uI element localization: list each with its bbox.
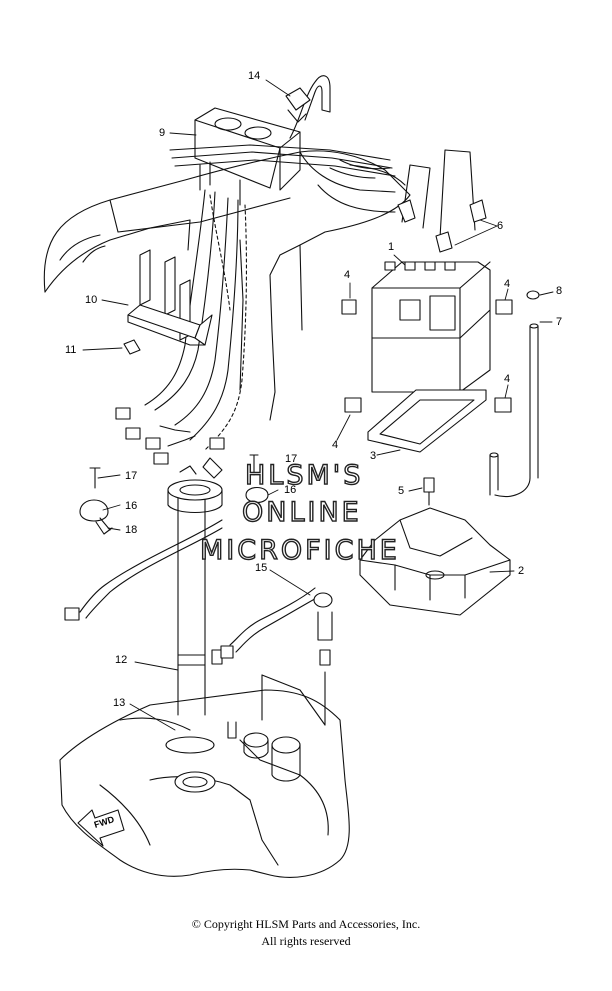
part-label-10: 10 [85,294,98,306]
part-label-4-bottom-right: 4 [504,373,511,385]
thermo-switch [220,587,333,726]
part-label-16-right: 16 [284,484,297,496]
fuel-tank [59,689,350,878]
part-label-9: 9 [159,127,166,139]
meter-assembly [194,75,331,206]
leader-lines [82,79,554,731]
part-label-2: 2 [518,565,525,577]
part-label-18: 18 [125,524,138,536]
watermark-line-2: ONLINE [241,497,362,528]
part-label-4-top-right: 4 [504,278,511,290]
part-label-5: 5 [398,485,405,497]
part-label-17-left: 17 [125,470,138,482]
vent-hose [489,290,540,497]
harness-connectors [115,407,225,465]
sender-wire [64,519,223,621]
part-label-6: 6 [497,220,504,232]
part-label-14: 14 [248,70,261,82]
part-label-15: 15 [255,562,268,574]
part-label-12: 12 [115,654,128,666]
part-label-1: 1 [388,241,395,253]
rear-fender-outline [43,150,411,421]
part-label-8: 8 [556,285,563,297]
fuel-sender [167,457,223,716]
fwd-arrow [77,809,125,847]
part-label-13: 13 [113,697,126,709]
part-label-16-left: 16 [125,500,138,512]
part-label-4-top-left: 4 [344,269,351,281]
guide-lines [261,674,326,726]
bracket-assembly [123,249,213,355]
part-label-3: 3 [370,450,377,462]
watermark-line-3: MICROFICHE [199,535,400,566]
battery-assembly [341,261,513,616]
watermark-line-1: HLSM'S [244,460,364,491]
part-label-17-right: 17 [285,453,298,465]
part-label-11: 11 [65,344,77,356]
part-label-4-bottom-left: 4 [332,439,339,451]
rights-notice: All rights reserved [261,934,351,948]
copyright-notice: © Copyright HLSM Parts and Accessories, … [191,917,421,931]
battery-bands [397,149,487,253]
part-label-7: 7 [556,316,563,328]
